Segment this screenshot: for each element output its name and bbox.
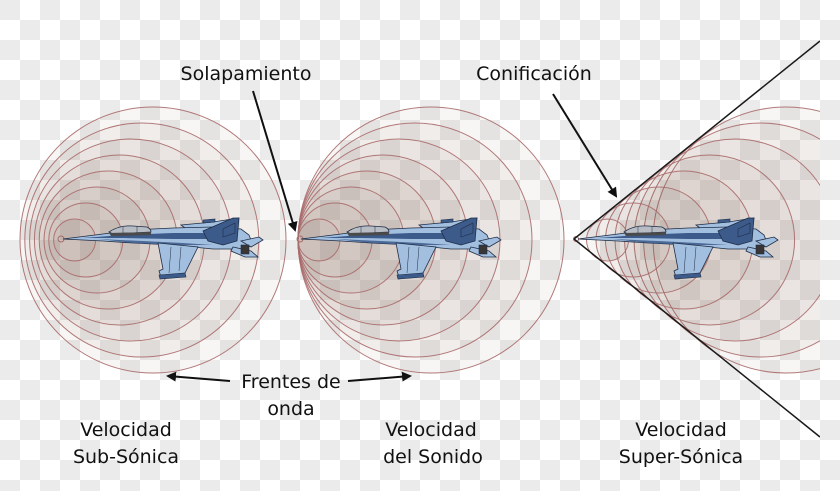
wavefront-arrow-right (347, 371, 412, 382)
sonic-title-line1: Velocidad (385, 419, 477, 441)
overlap-label: Solapamiento (181, 63, 312, 85)
overlap-arrow (252, 90, 298, 232)
coning-arrow (552, 93, 618, 198)
wavefronts-label-line1: Frentes de (241, 371, 341, 393)
supersonic-title-line2: Super-Sónica (619, 446, 743, 468)
subsonic-title-line1: Velocidad (80, 419, 172, 441)
supersonic-title-line1: Velocidad (635, 419, 727, 441)
mach-cone-upper-line (573, 40, 820, 240)
wavefront-arrow-left (166, 371, 231, 382)
coning-label: Conificación (476, 63, 592, 85)
sonic-title-line2: del Sonido (383, 446, 483, 468)
wavefronts-label-line2: onda (267, 398, 314, 420)
mach-cone-lower-line (573, 238, 820, 438)
subsonic-title-line2: Sub-Sónica (73, 446, 179, 468)
